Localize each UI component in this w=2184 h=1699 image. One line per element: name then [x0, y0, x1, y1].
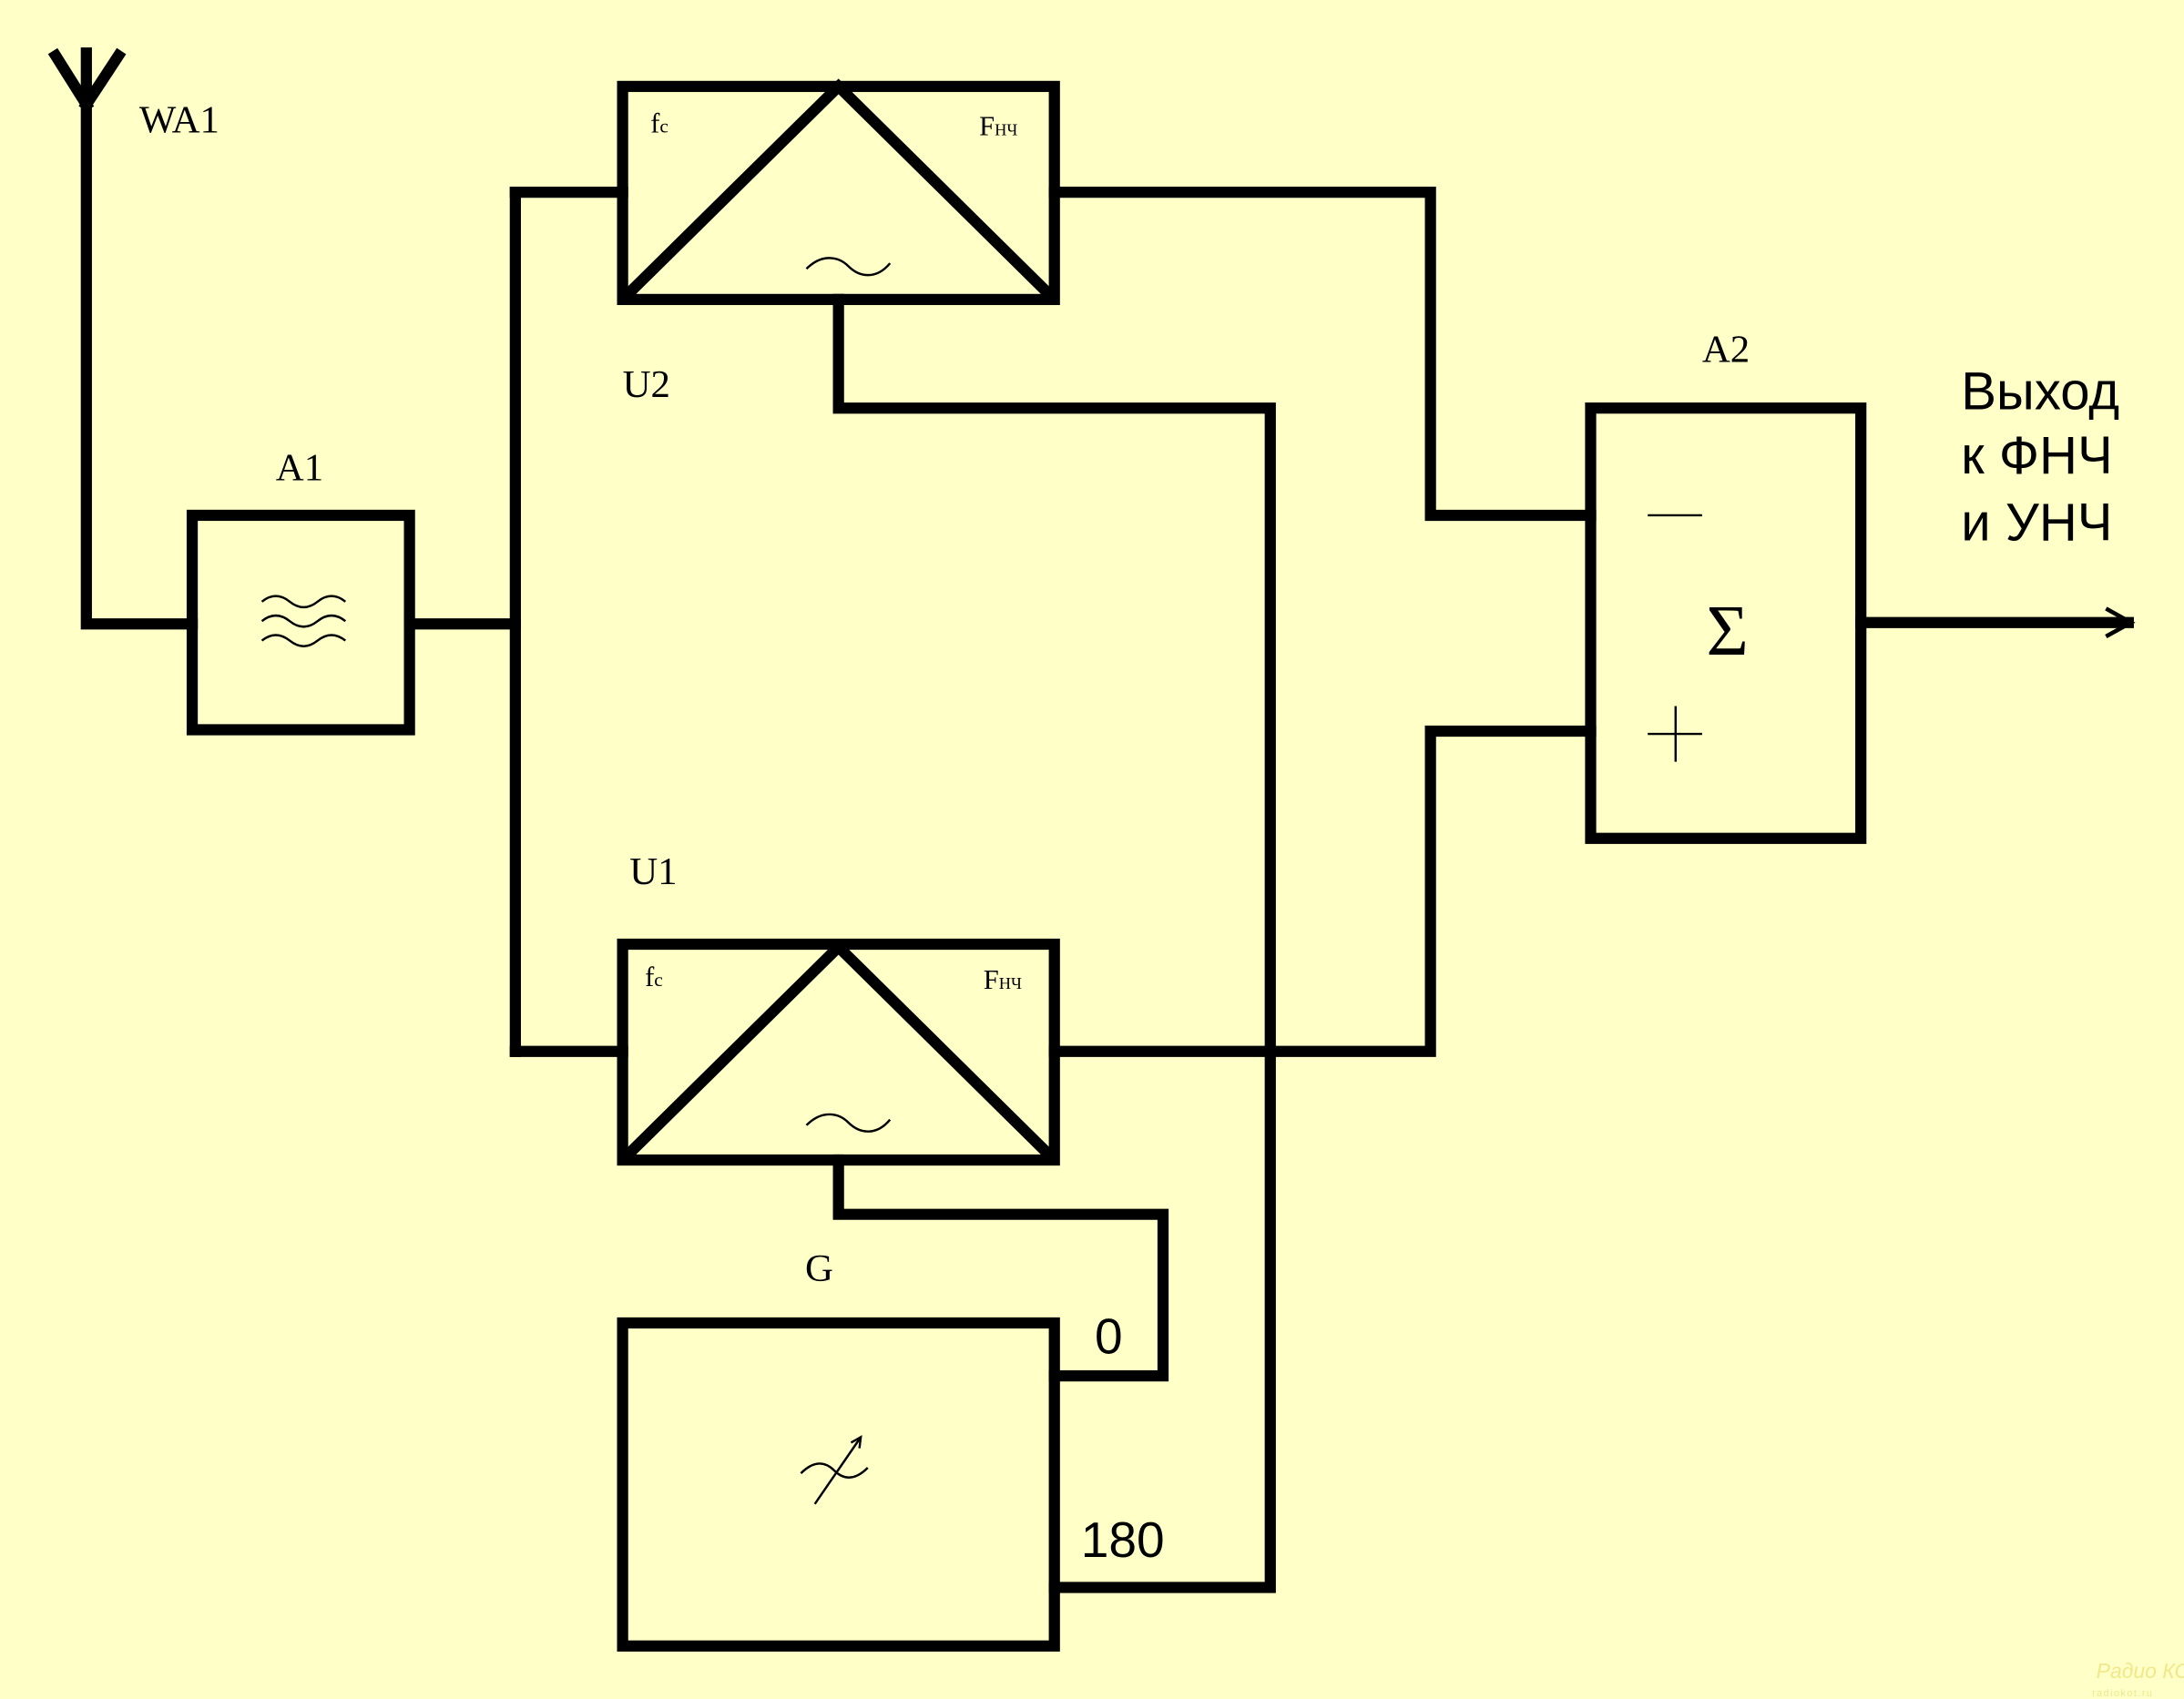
sigma-symbol: Σ: [1706, 591, 1748, 671]
summer-a2-label: A2: [1702, 329, 1750, 371]
filter-a1-label: A1: [276, 447, 323, 490]
tunable-oscillator-icon: [800, 1435, 869, 1505]
sine-icon: [805, 257, 892, 277]
svg-text:FНЧ: FНЧ: [984, 964, 1022, 995]
wire-u2-to-a2-minus: [1048, 187, 1597, 522]
svg-text:FНЧ: FНЧ: [979, 110, 1017, 141]
svg-text:fc: fc: [645, 961, 663, 992]
arrow-icon: [2105, 606, 2136, 639]
wire-g0-to-u1: [832, 1154, 1169, 1382]
generator-output-0-label: 0: [1095, 1308, 1123, 1365]
antenna-icon: [47, 47, 199, 630]
generator-g-box: [617, 1317, 1060, 1652]
svg-text:fc: fc: [650, 107, 668, 138]
plus-icon: [1648, 706, 1702, 762]
svg-text:radiokot.ru: radiokot.ru: [2092, 1688, 2153, 1699]
wire-u1-to-a2-plus: [1048, 725, 1597, 1057]
svg-text:Радио КОТ: Радио КОТ: [2097, 1659, 2184, 1683]
mixer-u2: fc FНЧ: [617, 78, 1060, 306]
watermark-logo: Радио КОТ radiokot.ru: [2092, 1659, 2184, 1699]
wire-g180-to-u2: [832, 293, 1276, 1593]
filter-a1-box: [186, 509, 415, 736]
antenna-label: WA1: [139, 98, 219, 141]
output-text-line-2: к ФНЧ: [1961, 426, 2112, 485]
generator-g-label: G: [805, 1247, 833, 1290]
mixer-u1: fc FНЧ: [617, 938, 1060, 1166]
output-text-line-1: Выход: [1961, 362, 2119, 422]
sine-icon: [805, 1113, 892, 1133]
output-text-line-3: и УНЧ: [1961, 493, 2112, 552]
generator-output-180-label: 180: [1081, 1511, 1165, 1568]
mixer-u2-label: U2: [623, 363, 670, 406]
mixer-u1-label: U1: [629, 850, 677, 893]
bandpass-filter-icon: [260, 595, 347, 647]
